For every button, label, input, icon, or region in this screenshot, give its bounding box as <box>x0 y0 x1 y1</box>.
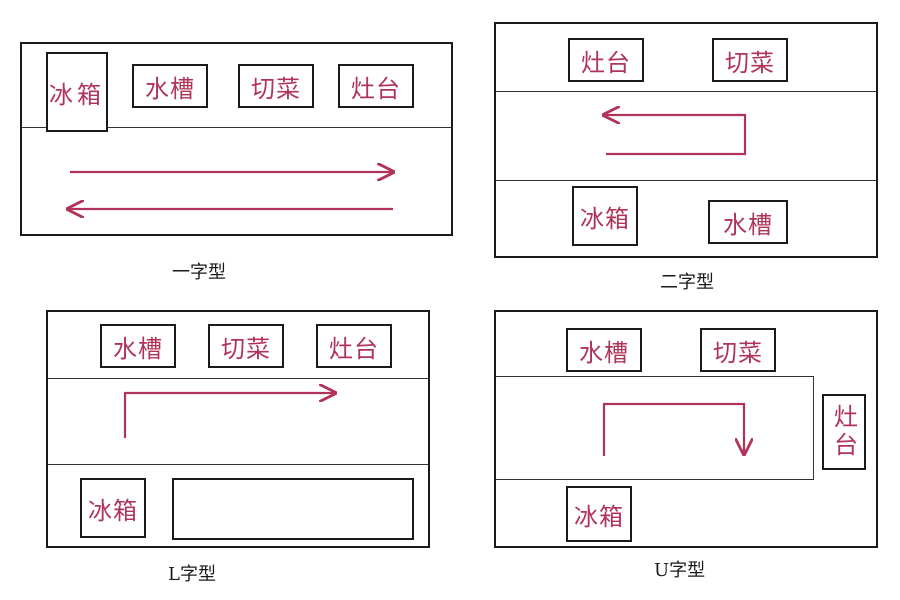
yi-cutting-box: 切菜 <box>238 64 314 108</box>
yi-divider <box>22 127 451 128</box>
er-arrow <box>604 115 747 156</box>
u-caption: U字型 <box>654 560 706 581</box>
yi-layout-panel: 冰箱 水槽 切菜 灶台 <box>20 42 453 236</box>
l-caption: L字型 <box>168 564 216 585</box>
l-fridge-box: 冰箱 <box>80 478 146 538</box>
er-divider-top <box>496 91 876 92</box>
er-fridge-box: 冰箱 <box>572 186 638 246</box>
yi-stove-box: 灶台 <box>338 64 414 108</box>
er-cutting-box: 切菜 <box>712 38 788 82</box>
yi-sink-box: 水槽 <box>132 64 208 108</box>
u-fridge-box: 冰箱 <box>566 486 632 542</box>
l-counter-box <box>172 478 414 540</box>
u-cutting-box: 切菜 <box>700 328 776 372</box>
l-divider-bottom <box>48 464 428 465</box>
l-arrow <box>123 393 335 438</box>
yi-fridge-box: 冰箱 <box>46 52 108 132</box>
l-sink-box: 水槽 <box>100 324 176 368</box>
er-layout-panel: 灶台 切菜 冰箱 水槽 <box>494 22 878 258</box>
l-divider-top <box>48 378 428 379</box>
l-layout-panel: 水槽 切菜 灶台 冰箱 <box>46 310 430 548</box>
u-stove-box: 灶台 <box>822 394 866 470</box>
u-layout-panel: 水槽 切菜 灶台 冰箱 <box>494 310 878 548</box>
u-arrow <box>602 402 744 456</box>
u-sink-box: 水槽 <box>566 328 642 372</box>
l-stove-box: 灶台 <box>316 324 392 368</box>
yi-caption: 一字型 <box>172 262 226 283</box>
l-cutting-box: 切菜 <box>208 324 284 368</box>
u-inner-area <box>496 376 814 480</box>
er-divider-bottom <box>496 180 876 181</box>
er-stove-box: 灶台 <box>568 38 644 82</box>
er-sink-box: 水槽 <box>708 200 788 244</box>
er-caption: 二字型 <box>660 272 714 293</box>
